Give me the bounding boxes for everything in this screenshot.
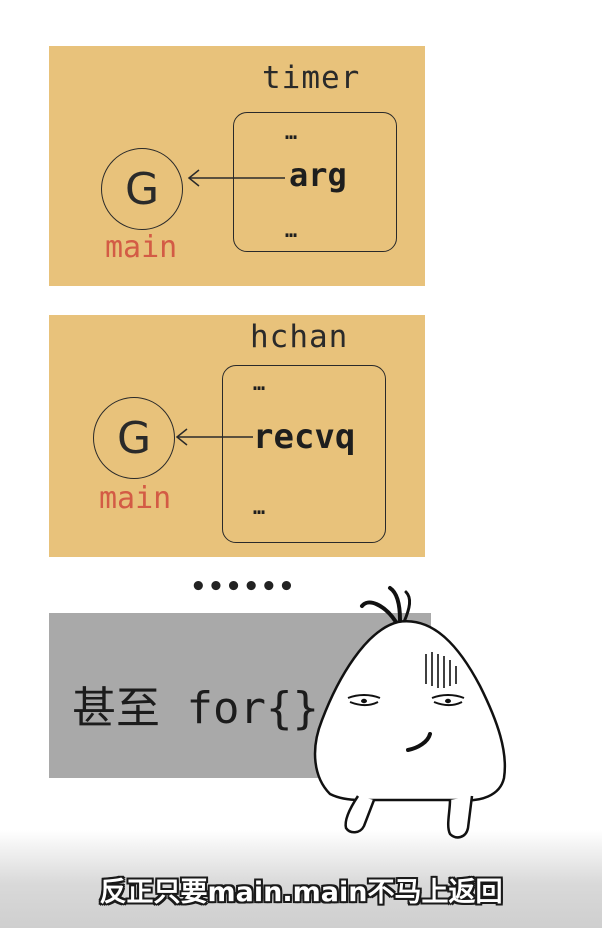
hchan-field-ellipsis-bottom: …	[253, 495, 266, 519]
video-bottom-fade	[0, 830, 602, 928]
timer-field-arg: arg	[289, 156, 347, 194]
hchan-struct-box	[222, 365, 386, 543]
timer-field-ellipsis-bottom: …	[285, 218, 298, 242]
timer-struct-box	[233, 112, 397, 252]
timer-field-ellipsis-top: …	[285, 120, 298, 144]
for-loop-text: 甚至 for{}	[72, 683, 319, 734]
goroutine-label-main: main	[105, 230, 178, 265]
hchan-field-ellipsis-top: …	[253, 371, 266, 395]
video-subtitle: 反正只要main.main不马上返回	[99, 877, 503, 908]
continuation-dots: ••••••	[190, 572, 296, 602]
cartoon-mascot	[313, 586, 507, 839]
hchan-panel: hchan … recvq … G main	[49, 315, 425, 557]
struct-title-hchan: hchan	[250, 319, 349, 355]
recvq-to-goroutine-arrow	[175, 428, 253, 446]
goroutine-label-main: main	[99, 481, 172, 516]
goroutine-circle: G	[93, 397, 175, 479]
struct-title-timer: timer	[262, 60, 361, 96]
hchan-field-recvq: recvq	[253, 417, 356, 457]
goroutine-circle: G	[101, 148, 183, 230]
timer-arg-to-goroutine-arrow	[187, 169, 285, 187]
timer-panel: timer … arg … G main	[49, 46, 425, 286]
